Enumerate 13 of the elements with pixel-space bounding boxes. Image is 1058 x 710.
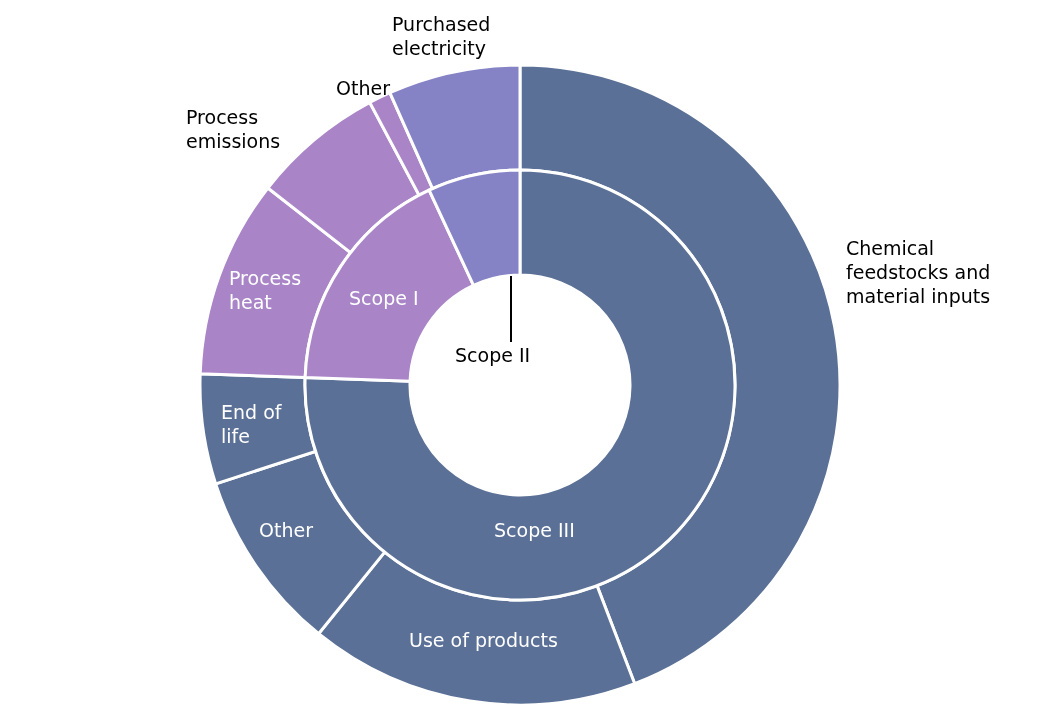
- segment-label: End of life: [221, 400, 283, 448]
- segment-label: Chemical feedstocks and material inputs: [846, 236, 992, 308]
- segment-label: Scope II: [455, 343, 555, 367]
- segment-label: Other: [259, 518, 314, 542]
- segment-label: Other: [336, 76, 391, 100]
- segment-label: Use of products: [409, 628, 559, 652]
- chart-segment: [427, 168, 522, 287]
- segment-label: Process emissions: [186, 105, 282, 153]
- leader-line: [510, 275, 512, 343]
- segment-label: Scope III: [494, 518, 576, 542]
- segment-label: Purchased electricity: [392, 12, 492, 60]
- segment-label: Process heat: [229, 266, 303, 314]
- segment-label: Scope I: [349, 286, 420, 310]
